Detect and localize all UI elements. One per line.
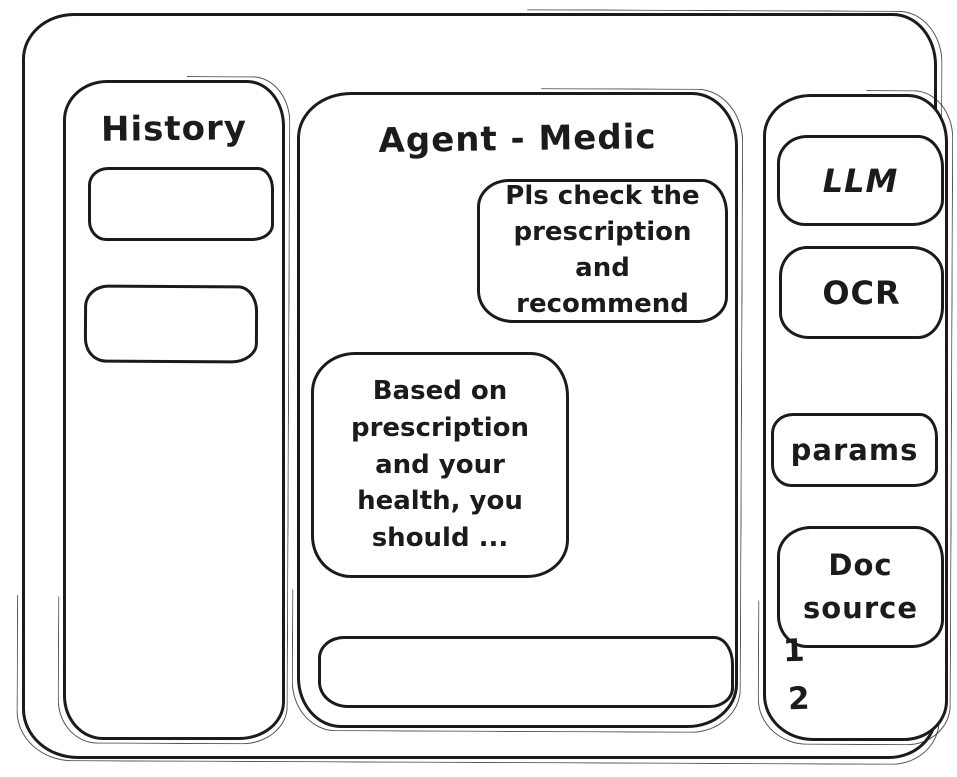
user-message-bubble: Pls check the prescription and recommend: [477, 179, 728, 323]
ocr-button[interactable]: OCR: [779, 246, 944, 339]
chat-panel: Agent - Medic Pls check the prescription…: [297, 92, 738, 728]
footnote-2: 2: [787, 680, 811, 718]
chat-title: Agent - Medic: [378, 117, 657, 161]
params-button[interactable]: params: [771, 413, 938, 487]
history-item[interactable]: [88, 167, 274, 241]
assistant-message-bubble: Based on prescription and your health, y…: [311, 352, 569, 578]
tools-panel: LLM OCR params Doc source 1 2: [763, 94, 948, 741]
app-frame: History Agent - Medic Pls check the pres…: [22, 13, 948, 759]
llm-button[interactable]: LLM: [777, 135, 944, 226]
doc-source-button[interactable]: Doc source: [777, 526, 944, 648]
history-panel: History: [63, 80, 285, 740]
footnote-1: 1: [782, 632, 806, 670]
history-title: History: [100, 108, 248, 150]
message-input[interactable]: [318, 636, 734, 708]
history-item[interactable]: [83, 284, 259, 364]
